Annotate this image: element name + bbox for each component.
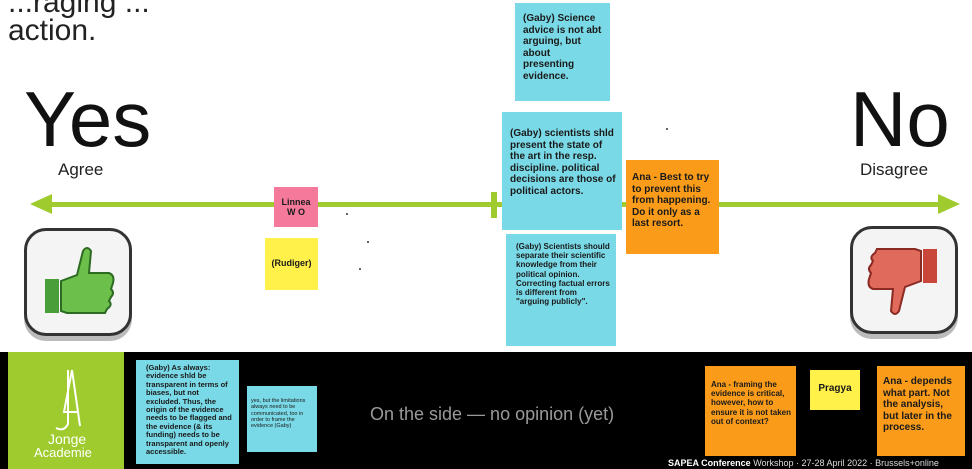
no-opinion-label: On the side — no opinion (yet) xyxy=(370,404,615,424)
note-text: Pragya xyxy=(818,383,852,394)
footer-details: Workshop · 27-28 April 2022 · Brussels+o… xyxy=(750,458,939,468)
yes-label: Yes xyxy=(24,75,152,163)
note-text: yes, but the limitations always need to … xyxy=(251,398,306,430)
sticky-note-gaby-state-of-art: (Gaby) scientists shld present the state… xyxy=(502,112,622,230)
stray-dot xyxy=(666,128,668,130)
sticky-note-ana-prevent: Ana - Best to try to prevent this from h… xyxy=(626,160,719,254)
sticky-note-ana-framing: Ana - framing the evidence is critical, … xyxy=(705,366,796,456)
conference-footer: SAPEA Conference Workshop · 27-28 April … xyxy=(668,458,939,468)
thumbs-up-icon xyxy=(24,228,132,336)
jonge-academie-logo xyxy=(8,352,124,469)
sticky-note-gaby-separate: (Gaby) Scientists should separate their … xyxy=(506,234,616,346)
note-text: (Gaby) scientists shld present the state… xyxy=(510,128,616,197)
footer-conference-name: SAPEA Conference xyxy=(668,458,751,468)
disagree-label: Disagree xyxy=(860,160,929,179)
sticky-note-linnea: Linnea W O xyxy=(274,187,318,227)
heading-line2: action. xyxy=(8,14,97,47)
sticky-note-gaby-as-always: (Gaby) As always: evidence shld be trans… xyxy=(136,360,239,464)
stray-dot xyxy=(359,268,361,270)
note-text: Ana - framing the evidence is critical, … xyxy=(711,380,792,426)
stray-dot xyxy=(346,213,348,215)
note-text: Linnea W O xyxy=(281,197,311,218)
thumbs-down-icon xyxy=(850,226,958,334)
logo-line1: Jonge xyxy=(48,431,87,447)
sticky-note-gaby-limitations: yes, but the limitations always need to … xyxy=(247,386,317,452)
sticky-note-gaby-science-advice: (Gaby) Science advice is not abt arguing… xyxy=(515,3,610,101)
note-text: (Gaby) Scientists should separate their … xyxy=(516,242,610,307)
note-text: (Gaby) Science advice is not abt arguing… xyxy=(523,13,602,82)
sticky-note-ana-depends: Ana - depends what part. Not the analysi… xyxy=(877,366,965,456)
note-text: Ana - Best to try to prevent this from h… xyxy=(632,172,711,229)
agree-label: Agree xyxy=(58,160,104,179)
logo-wordmark: Jonge Academie xyxy=(34,431,92,460)
sticky-note-rudiger: (Rudiger) xyxy=(265,238,318,290)
axis-right-arrow xyxy=(938,194,960,214)
sticky-note-pragya: Pragya xyxy=(810,370,860,410)
axis-left-arrow xyxy=(30,194,52,214)
stray-dot xyxy=(367,241,369,243)
heading-line1: ...raging ... xyxy=(8,0,150,19)
axis-midpoint-tick xyxy=(491,192,497,218)
note-text: (Rudiger) xyxy=(271,258,312,268)
note-text: (Gaby) As always: evidence shld be trans… xyxy=(146,363,232,456)
logo-line2: Academie xyxy=(34,445,92,460)
no-label: No xyxy=(850,75,950,163)
note-text: Ana - depends what part. Not the analysi… xyxy=(883,376,952,433)
